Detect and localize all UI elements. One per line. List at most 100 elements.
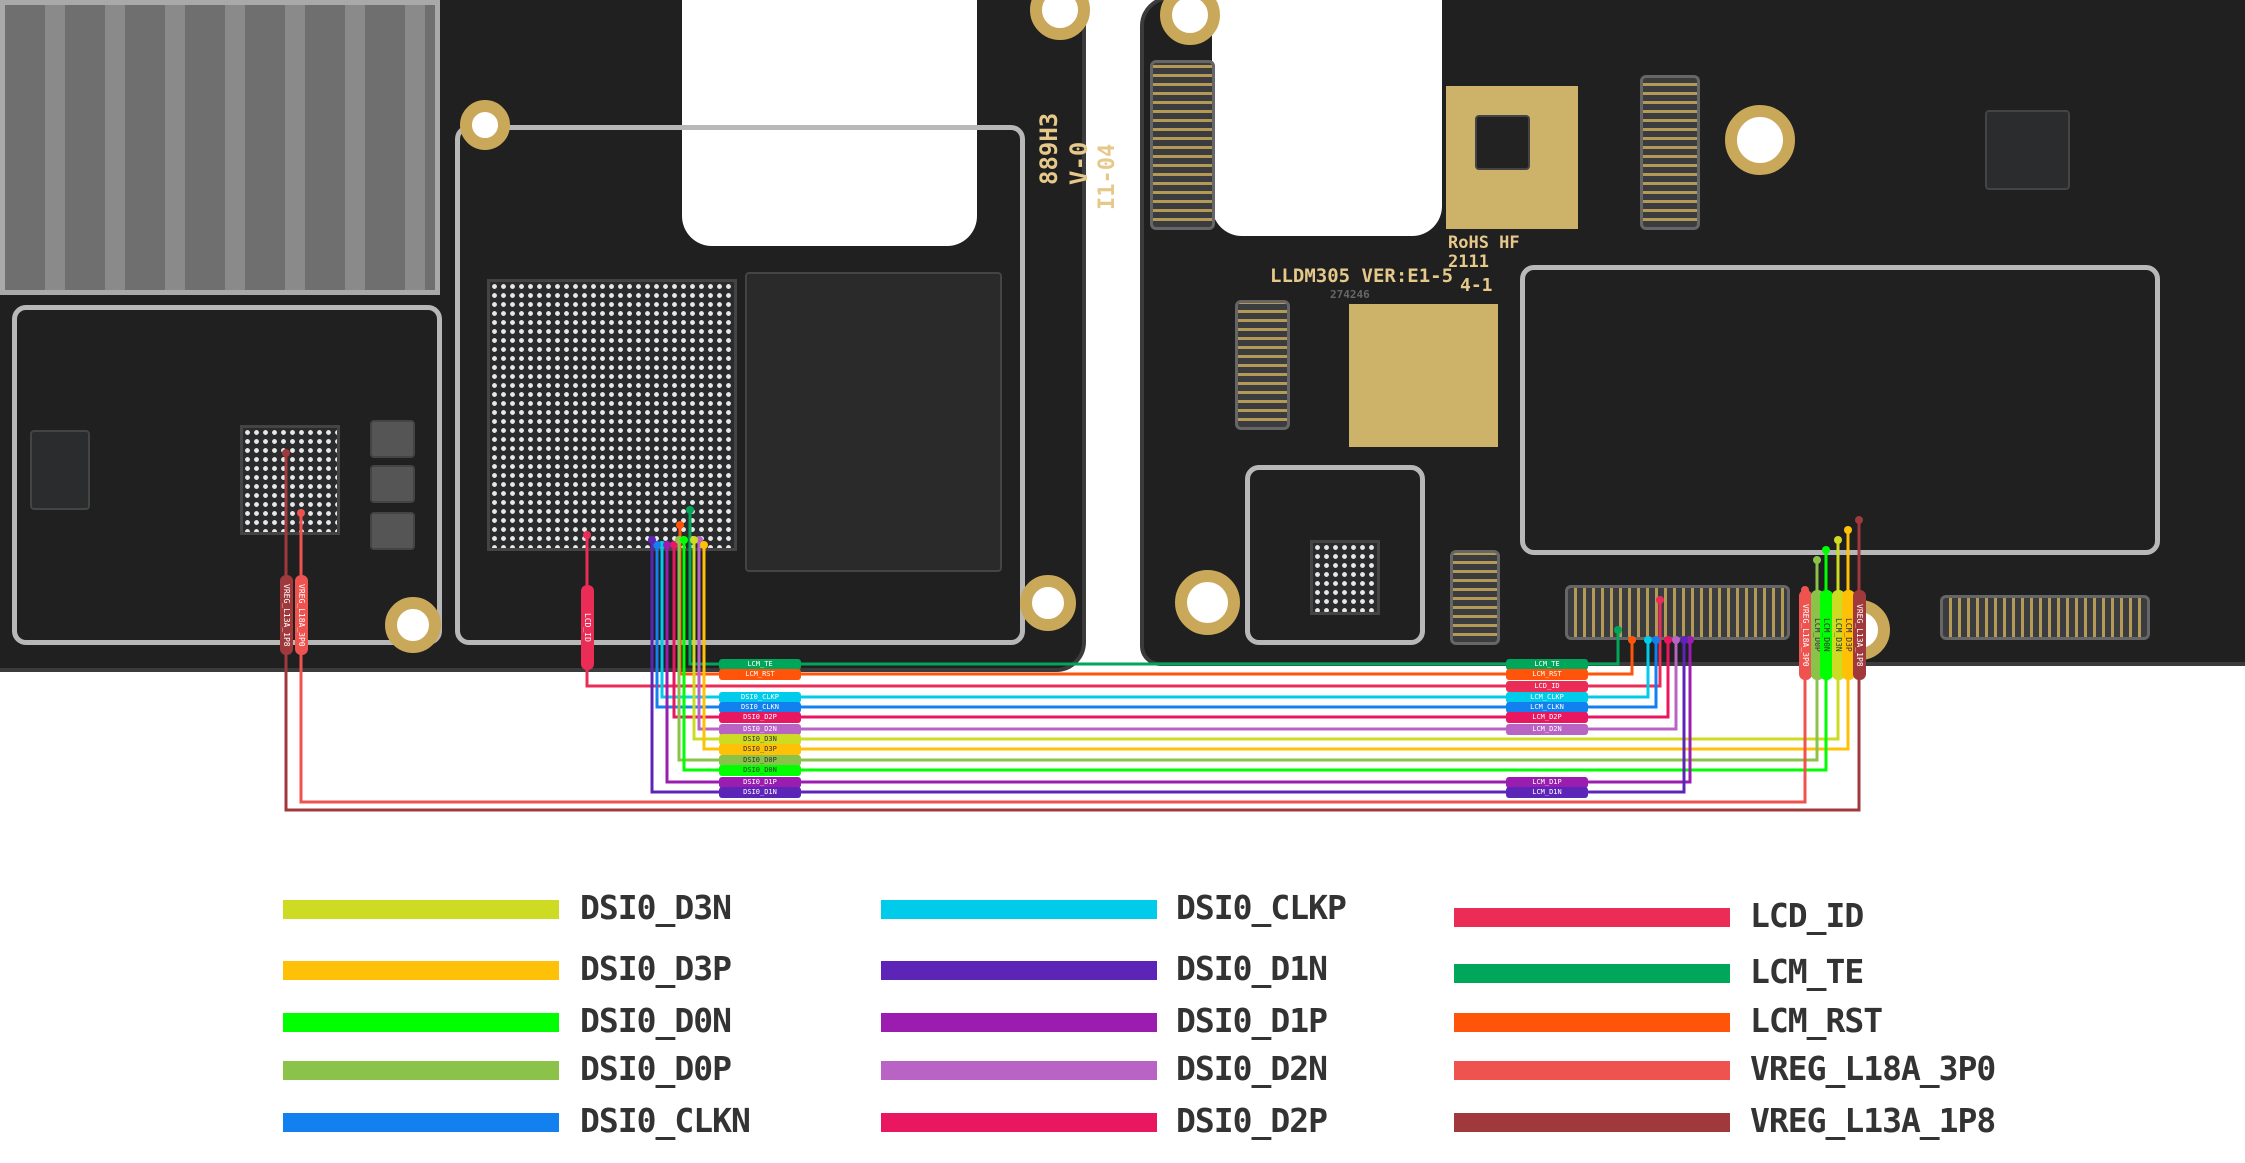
vertical-trace-tag: VREG_L18A_3P0 bbox=[295, 575, 308, 655]
legend-swatch bbox=[1454, 908, 1730, 927]
mount-hole bbox=[460, 100, 510, 150]
trace-endpoint bbox=[676, 521, 684, 529]
legend-label: DSI0_D0N bbox=[580, 1001, 732, 1040]
silk-date-code: 2111 bbox=[1448, 252, 1489, 272]
legend-label: DSI0_D1P bbox=[1176, 1001, 1328, 1040]
trace-endpoint bbox=[1652, 636, 1660, 644]
trace-endpoint bbox=[1672, 636, 1680, 644]
trace-d2p bbox=[672, 545, 1670, 719]
trace-tag: DSI0_D2N bbox=[719, 724, 801, 735]
inductor bbox=[370, 512, 415, 550]
rf-shield bbox=[1520, 265, 2160, 555]
legend-swatch bbox=[1454, 1113, 1730, 1132]
trace-clkn bbox=[655, 545, 1658, 709]
camera-connector bbox=[1235, 300, 1290, 430]
legend-swatch bbox=[283, 961, 559, 980]
legend-label: LCM_RST bbox=[1750, 1001, 1883, 1040]
pmic-bga bbox=[240, 425, 340, 535]
trace-tag: LCM_RST bbox=[719, 669, 801, 680]
trace-endpoint bbox=[1813, 556, 1821, 564]
silk-rev: 4-1 bbox=[1460, 275, 1493, 296]
trace-tag: DSI0_CLKP bbox=[719, 692, 801, 703]
trace-tag: DSI0_CLKN bbox=[719, 702, 801, 713]
legend-swatch bbox=[283, 1013, 559, 1032]
trace-tag: DSI0_D3P bbox=[719, 744, 801, 755]
small-connector bbox=[1450, 550, 1500, 645]
mount-hole bbox=[1725, 105, 1795, 175]
trace-tag: LCM_TE bbox=[719, 659, 801, 670]
shield-pad bbox=[1349, 304, 1498, 447]
vertical-trace-tag: LCM_D3N bbox=[1832, 590, 1845, 680]
legend-swatch bbox=[881, 1113, 1157, 1132]
trace-tag: LCD_ID bbox=[1506, 681, 1588, 692]
trace-endpoint bbox=[1656, 596, 1664, 604]
right-pcb-cutout bbox=[1212, 0, 1442, 236]
trace-tag: DSI0_D0N bbox=[719, 765, 801, 776]
trace-tag: DSI0_D0P bbox=[719, 755, 801, 766]
legend-swatch bbox=[1454, 1013, 1730, 1032]
legend-label: VREG_L18A_3P0 bbox=[1750, 1049, 1996, 1088]
trace-endpoint bbox=[1822, 546, 1830, 554]
legend-swatch bbox=[881, 900, 1157, 919]
trace-endpoint bbox=[1844, 526, 1852, 534]
soc-shield bbox=[455, 125, 1025, 645]
trace-tag: LCM_CLKP bbox=[1506, 692, 1588, 703]
memory-chip bbox=[745, 272, 1002, 572]
silk-rohs: RoHS HF bbox=[1448, 233, 1520, 253]
trace-d1n bbox=[650, 540, 1686, 794]
bga-chip bbox=[1310, 540, 1380, 615]
trace-l13a bbox=[284, 453, 1861, 812]
trace-tag: LCM_TE bbox=[1506, 659, 1588, 670]
trace-tag: LCM_D1N bbox=[1506, 787, 1588, 798]
inductor bbox=[370, 420, 415, 458]
trace-tag: DSI0_D2P bbox=[719, 712, 801, 723]
trace-tag: DSI0_D1P bbox=[719, 777, 801, 788]
trace-endpoint bbox=[282, 449, 290, 457]
legend-label: DSI0_D3N bbox=[580, 888, 732, 927]
legend-label: DSI0_D2P bbox=[1176, 1101, 1328, 1140]
legend-label: DSI0_D0P bbox=[580, 1049, 732, 1088]
trace-endpoint bbox=[1644, 636, 1652, 644]
legend-label: DSI0_D1N bbox=[1176, 949, 1328, 988]
silk-model: LLDM305 VER:E1-5 bbox=[1270, 265, 1454, 287]
legend-swatch bbox=[283, 1061, 559, 1080]
legend-label: DSI0_CLKN bbox=[580, 1101, 751, 1140]
trace-tag: LCM_RST bbox=[1506, 669, 1588, 680]
trace-endpoint bbox=[700, 541, 708, 549]
legend-swatch bbox=[881, 1013, 1157, 1032]
inductor bbox=[370, 465, 415, 503]
left-shield bbox=[12, 305, 442, 645]
silk-serial: 274246 bbox=[1330, 288, 1370, 301]
soc-bga bbox=[487, 279, 737, 551]
trace-endpoint bbox=[648, 536, 656, 544]
top-connector bbox=[1150, 60, 1215, 230]
pmic bbox=[1985, 110, 2070, 190]
trace-endpoint bbox=[670, 541, 678, 549]
vertical-trace-tag: LCD_ID bbox=[581, 585, 594, 670]
trace-lcm_rst bbox=[678, 525, 1634, 676]
side-connector bbox=[1940, 595, 2150, 640]
legend-label: DSI0_D3P bbox=[580, 949, 732, 988]
trace-endpoint bbox=[663, 541, 671, 549]
legend-swatch bbox=[1454, 964, 1730, 983]
trace-tag: LCM_D2N bbox=[1506, 724, 1588, 735]
legend-label: DSI0_CLKP bbox=[1176, 888, 1347, 927]
vertical-trace-tag: LCM_D3P bbox=[1842, 590, 1855, 680]
legend-swatch bbox=[881, 961, 1157, 980]
legend-swatch bbox=[283, 900, 559, 919]
legend-label: LCD_ID bbox=[1750, 896, 1864, 935]
trace-endpoint bbox=[1834, 536, 1842, 544]
vertical-trace-tag: VREG_L18A_3P0 bbox=[1799, 590, 1812, 680]
trace-endpoint bbox=[653, 541, 661, 549]
legend-swatch bbox=[881, 1061, 1157, 1080]
vertical-trace-tag: VREG_L13A_1P8 bbox=[280, 575, 293, 655]
bga-shield bbox=[1245, 465, 1425, 645]
trace-endpoint bbox=[297, 509, 305, 517]
trace-tag: LCM_CLKN bbox=[1506, 702, 1588, 713]
left-pcb-cutout bbox=[682, 0, 977, 246]
ic bbox=[30, 430, 90, 510]
trace-d0p bbox=[677, 540, 1819, 762]
legend-label: DSI0_D2N bbox=[1176, 1049, 1328, 1088]
legend-label: VREG_L13A_1P8 bbox=[1750, 1101, 1996, 1140]
